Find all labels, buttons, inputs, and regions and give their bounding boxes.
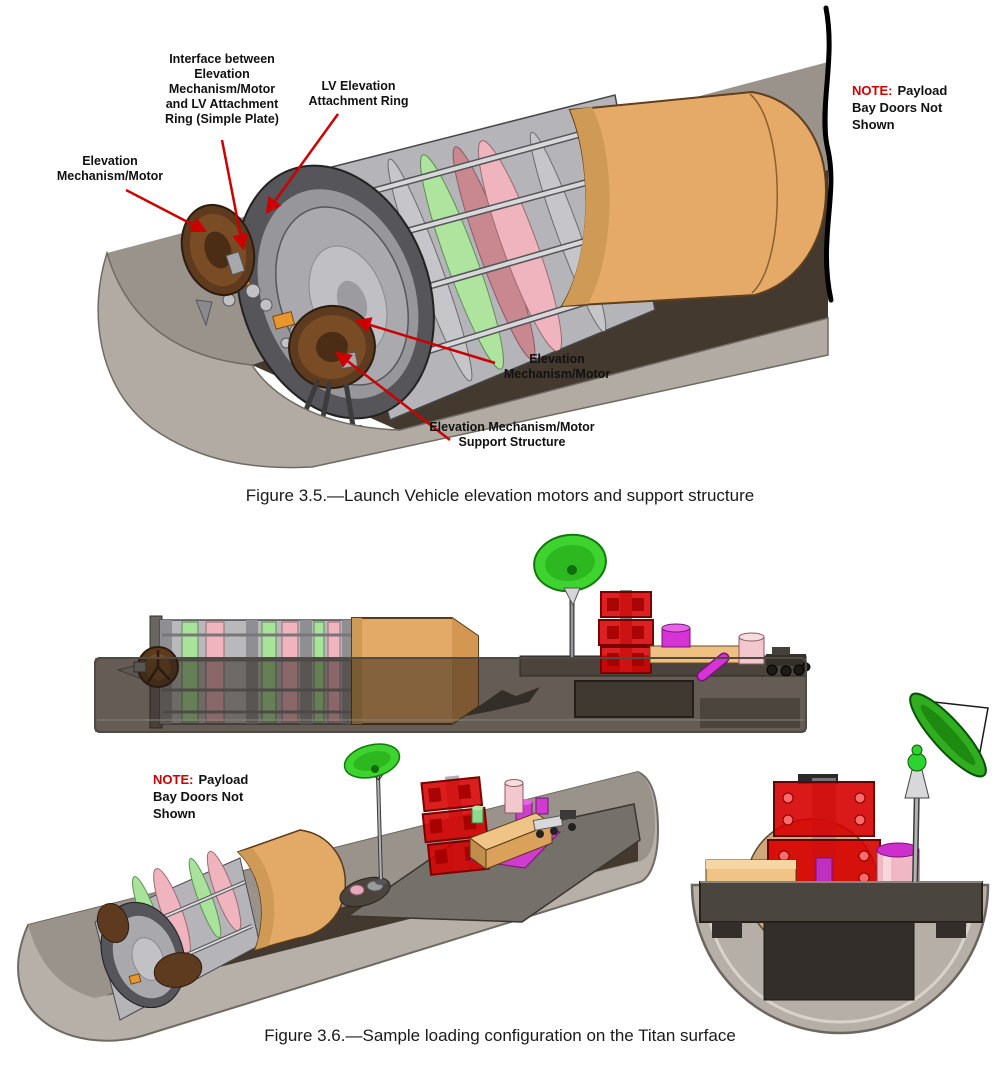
interface-plate [225,251,246,276]
equipment-deck-cross [699,881,983,1001]
note-body: Payload Bay Doors Not Shown [852,83,948,132]
figure-3-6-illustration [17,533,990,1042]
label-elevation-motor-left: Elevation Mechanism/Motor [56,154,164,183]
antenna-dish-perspective [343,743,401,885]
transfer-mechanism [661,623,730,682]
leader-arrows [125,113,496,441]
figure-3-6-caption: Figure 3.6.—Sample loading configuration… [264,1026,736,1045]
note-prefix: NOTE: [153,772,194,787]
break-line [822,5,834,303]
nose-cone-fairing [560,90,828,308]
note-payload-bay-doors: NOTE:Payload Bay Doors Not Shown [153,771,271,822]
figure-3-5-illustration [97,5,834,469]
payload-bay-front-wall [97,250,829,469]
stowage-box [468,812,554,870]
note-body: Payload Bay Doors Not Shown [153,772,249,821]
label-elevation-motor-bottom: Elevation Mechanism/Motor [503,352,611,381]
elevation-motor [96,903,130,943]
sample-rover [766,647,811,677]
antenna-dish [533,533,607,658]
bay-equipment-hatch [574,680,694,718]
sample-container-stack [598,590,654,674]
note-prefix: NOTE: [852,83,893,98]
label-motor-support-structure: Elevation Mechanism/Motor Support Struct… [429,420,595,449]
sample-rover-perspective [532,810,576,838]
motor-support-foot [195,299,213,327]
sample-container-stack-perspective [420,775,490,876]
cross-section-view [690,692,990,1035]
label-interface-plate: Interface between Elevation Mechanism/Mo… [165,52,279,126]
figure-3-5-caption: Figure 3.5.—Launch Vehicle elevation mot… [245,486,755,505]
loading-platform [649,645,749,664]
note-payload-bay-doors: NOTE:Payload Bay Doors Not Shown [852,82,970,133]
launch-vehicle-perspective [94,829,347,1021]
side-view-loading [94,533,811,733]
antenna-dish-cross [904,692,989,883]
elevation-motor [153,952,203,988]
perspective-view-loading [17,743,660,1042]
loading-scoop [465,687,540,716]
sample-canister [738,632,765,665]
orange-fitting [272,311,296,330]
label-lv-attachment-ring: LV Elevation Attachment Ring [308,79,409,108]
